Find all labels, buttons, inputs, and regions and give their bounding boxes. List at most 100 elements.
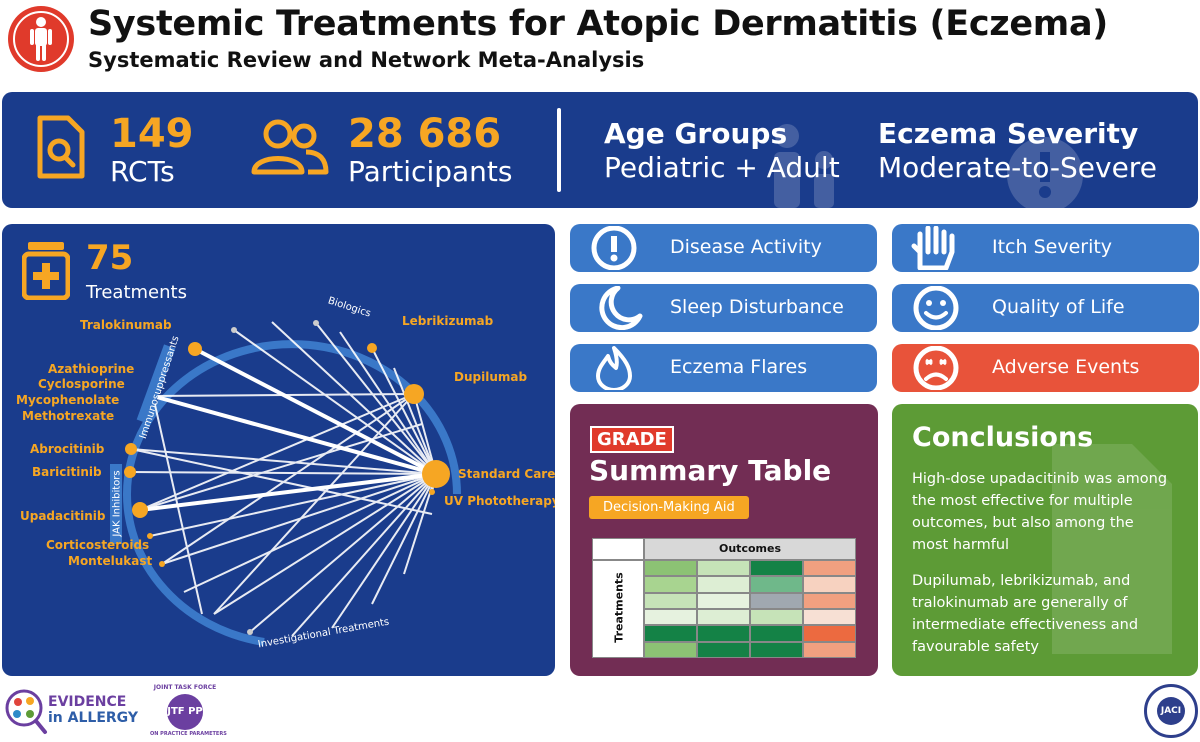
severity-title: Eczema Severity — [878, 117, 1139, 150]
jaci-logo: JACI — [1144, 684, 1198, 738]
table-row-header: Treatments — [592, 560, 644, 658]
person-icon — [8, 6, 74, 72]
treatments-count: 75 — [86, 238, 134, 278]
outcome-sleep-disturbance: Sleep Disturbance — [570, 284, 877, 332]
page-title: Systemic Treatments for Atopic Dermatiti… — [88, 4, 1108, 44]
outcome-adverse-events: Adverse Events — [892, 344, 1199, 392]
person-icon-badge — [6, 4, 76, 74]
table-corner — [592, 538, 644, 560]
node-label-dupilumab: Dupilumab — [454, 370, 528, 384]
table-cell — [750, 560, 803, 577]
node-label-standard-care: Standard Care — [458, 467, 555, 481]
table-cell — [644, 641, 697, 658]
summary-table: Outcomes Treatments — [592, 538, 856, 658]
outcome-label: Disease Activity — [670, 236, 822, 258]
severity-value: Moderate-to-Severe — [878, 151, 1157, 184]
node-label-upadacitinib: Upadacitinib — [20, 509, 106, 523]
exclamation-icon — [591, 226, 637, 270]
document-bg-icon — [1052, 444, 1172, 654]
table-cell — [697, 560, 750, 577]
network-diagram — [110, 320, 461, 646]
table-cell — [803, 576, 856, 593]
node-label-cyclosporine: Cyclosporine — [38, 377, 125, 391]
grade-panel: GRADE Summary Table Decision-Making Aid … — [570, 404, 878, 676]
grade-title: Summary Table — [589, 454, 832, 487]
grade-badge: GRADE — [590, 426, 674, 453]
stats-divider — [557, 108, 561, 192]
hand-icon — [911, 226, 955, 270]
flame-icon — [596, 346, 632, 390]
evidence-magnifier-icon — [5, 689, 47, 734]
sick-face-icon — [913, 346, 959, 390]
joint-task-force-logo: JOINT TASK FORCE JTF PP ON PRACTICE PARA… — [150, 684, 227, 740]
group-label-jak: JAK Inhibitors — [111, 470, 123, 537]
outcome-itch-severity: Itch Severity — [892, 224, 1199, 272]
people-icon — [251, 119, 329, 175]
node-label-uv-phototherapy: UV Phototherapy — [444, 494, 555, 508]
node-label-mycophenolate: Mycophenolate — [16, 393, 120, 407]
network-panel: 75 Treatments — [2, 224, 555, 676]
node-label-tralokinumab: Tralokinumab — [80, 318, 172, 332]
node-label-azathioprine: Azathioprine — [48, 362, 135, 376]
table-cell — [644, 560, 697, 577]
table-cell — [803, 641, 856, 658]
participants-value: 28 686 — [348, 111, 502, 157]
jaci-text: JACI — [1157, 697, 1185, 725]
table-cell — [803, 560, 856, 577]
table-header-outcomes: Outcomes — [644, 538, 856, 560]
table-cell — [750, 641, 803, 658]
conclusions-paragraph-1: High-dose upadacitinib was among the mos… — [912, 471, 1168, 553]
outcome-label: Itch Severity — [992, 236, 1113, 258]
table-cell — [750, 592, 803, 609]
treatments-count-label: Treatments — [86, 282, 187, 303]
outcome-label: Sleep Disturbance — [670, 296, 844, 318]
table-cell — [697, 641, 750, 658]
table-cell — [803, 592, 856, 609]
outcome-disease-activity: Disease Activity — [570, 224, 877, 272]
age-groups-value: Pediatric + Adult — [604, 151, 840, 184]
table-cell — [644, 576, 697, 593]
node-label-corticosteroids: Corticosteroids — [46, 538, 150, 552]
table-cell — [750, 576, 803, 593]
table-cell — [803, 625, 856, 642]
table-cell — [750, 609, 803, 626]
evidence-in-allergy-logo: EVIDENCE in ALLERGY — [4, 686, 144, 738]
page-subtitle: Systematic Review and Network Meta-Analy… — [88, 48, 645, 72]
medicine-bottle-icon — [22, 242, 70, 300]
node-label-lebrikizumab: Lebrikizumab — [402, 314, 494, 328]
age-groups-title: Age Groups — [604, 117, 788, 150]
table-cell — [803, 609, 856, 626]
outcome-eczema-flares: Eczema Flares — [570, 344, 877, 392]
evidence-text-1: EVIDENCE — [48, 694, 127, 710]
table-cell — [697, 592, 750, 609]
outcome-label: Eczema Flares — [670, 356, 808, 378]
table-cell — [644, 592, 697, 609]
rcts-label: RCTs — [110, 155, 175, 188]
table-cell — [697, 625, 750, 642]
node-label-methotrexate: Methotrexate — [22, 409, 115, 423]
warning-bg-icon — [1007, 137, 1083, 208]
table-cells — [644, 560, 856, 658]
decision-aid-tag: Decision-Making Aid — [589, 496, 749, 519]
jtf-bottom-text: ON PRACTICE PARAMETERS — [150, 731, 227, 737]
outcome-label: Quality of Life — [992, 296, 1125, 318]
table-cell — [697, 609, 750, 626]
conclusions-panel: Conclusions High-dose upadacitinib was a… — [892, 404, 1198, 676]
node-label-baricitinib: Baricitinib — [32, 465, 102, 479]
evidence-text-2: in ALLERGY — [48, 710, 138, 726]
conclusions-paragraph-2: Dupilumab, lebrikizumab, and tralokinuma… — [912, 573, 1139, 655]
node-label-montelukast: Montelukast — [68, 554, 153, 568]
table-cell — [644, 625, 697, 642]
table-row-label: Treatments — [612, 572, 626, 643]
table-cell — [644, 609, 697, 626]
family-bg-icon — [774, 124, 834, 208]
smiley-icon — [913, 286, 959, 330]
moon-icon — [599, 286, 643, 330]
participants-label: Participants — [348, 155, 513, 188]
stats-band: 149 RCTs 28 686 Participants Age Groups … — [2, 92, 1198, 208]
node-label-abrocitinib: Abrocitinib — [30, 442, 105, 456]
jtf-top-text: JOINT TASK FORCE — [153, 684, 217, 691]
table-cell — [697, 576, 750, 593]
outcome-label: Adverse Events — [992, 356, 1140, 378]
jtf-badge: JTF PP — [167, 694, 203, 730]
